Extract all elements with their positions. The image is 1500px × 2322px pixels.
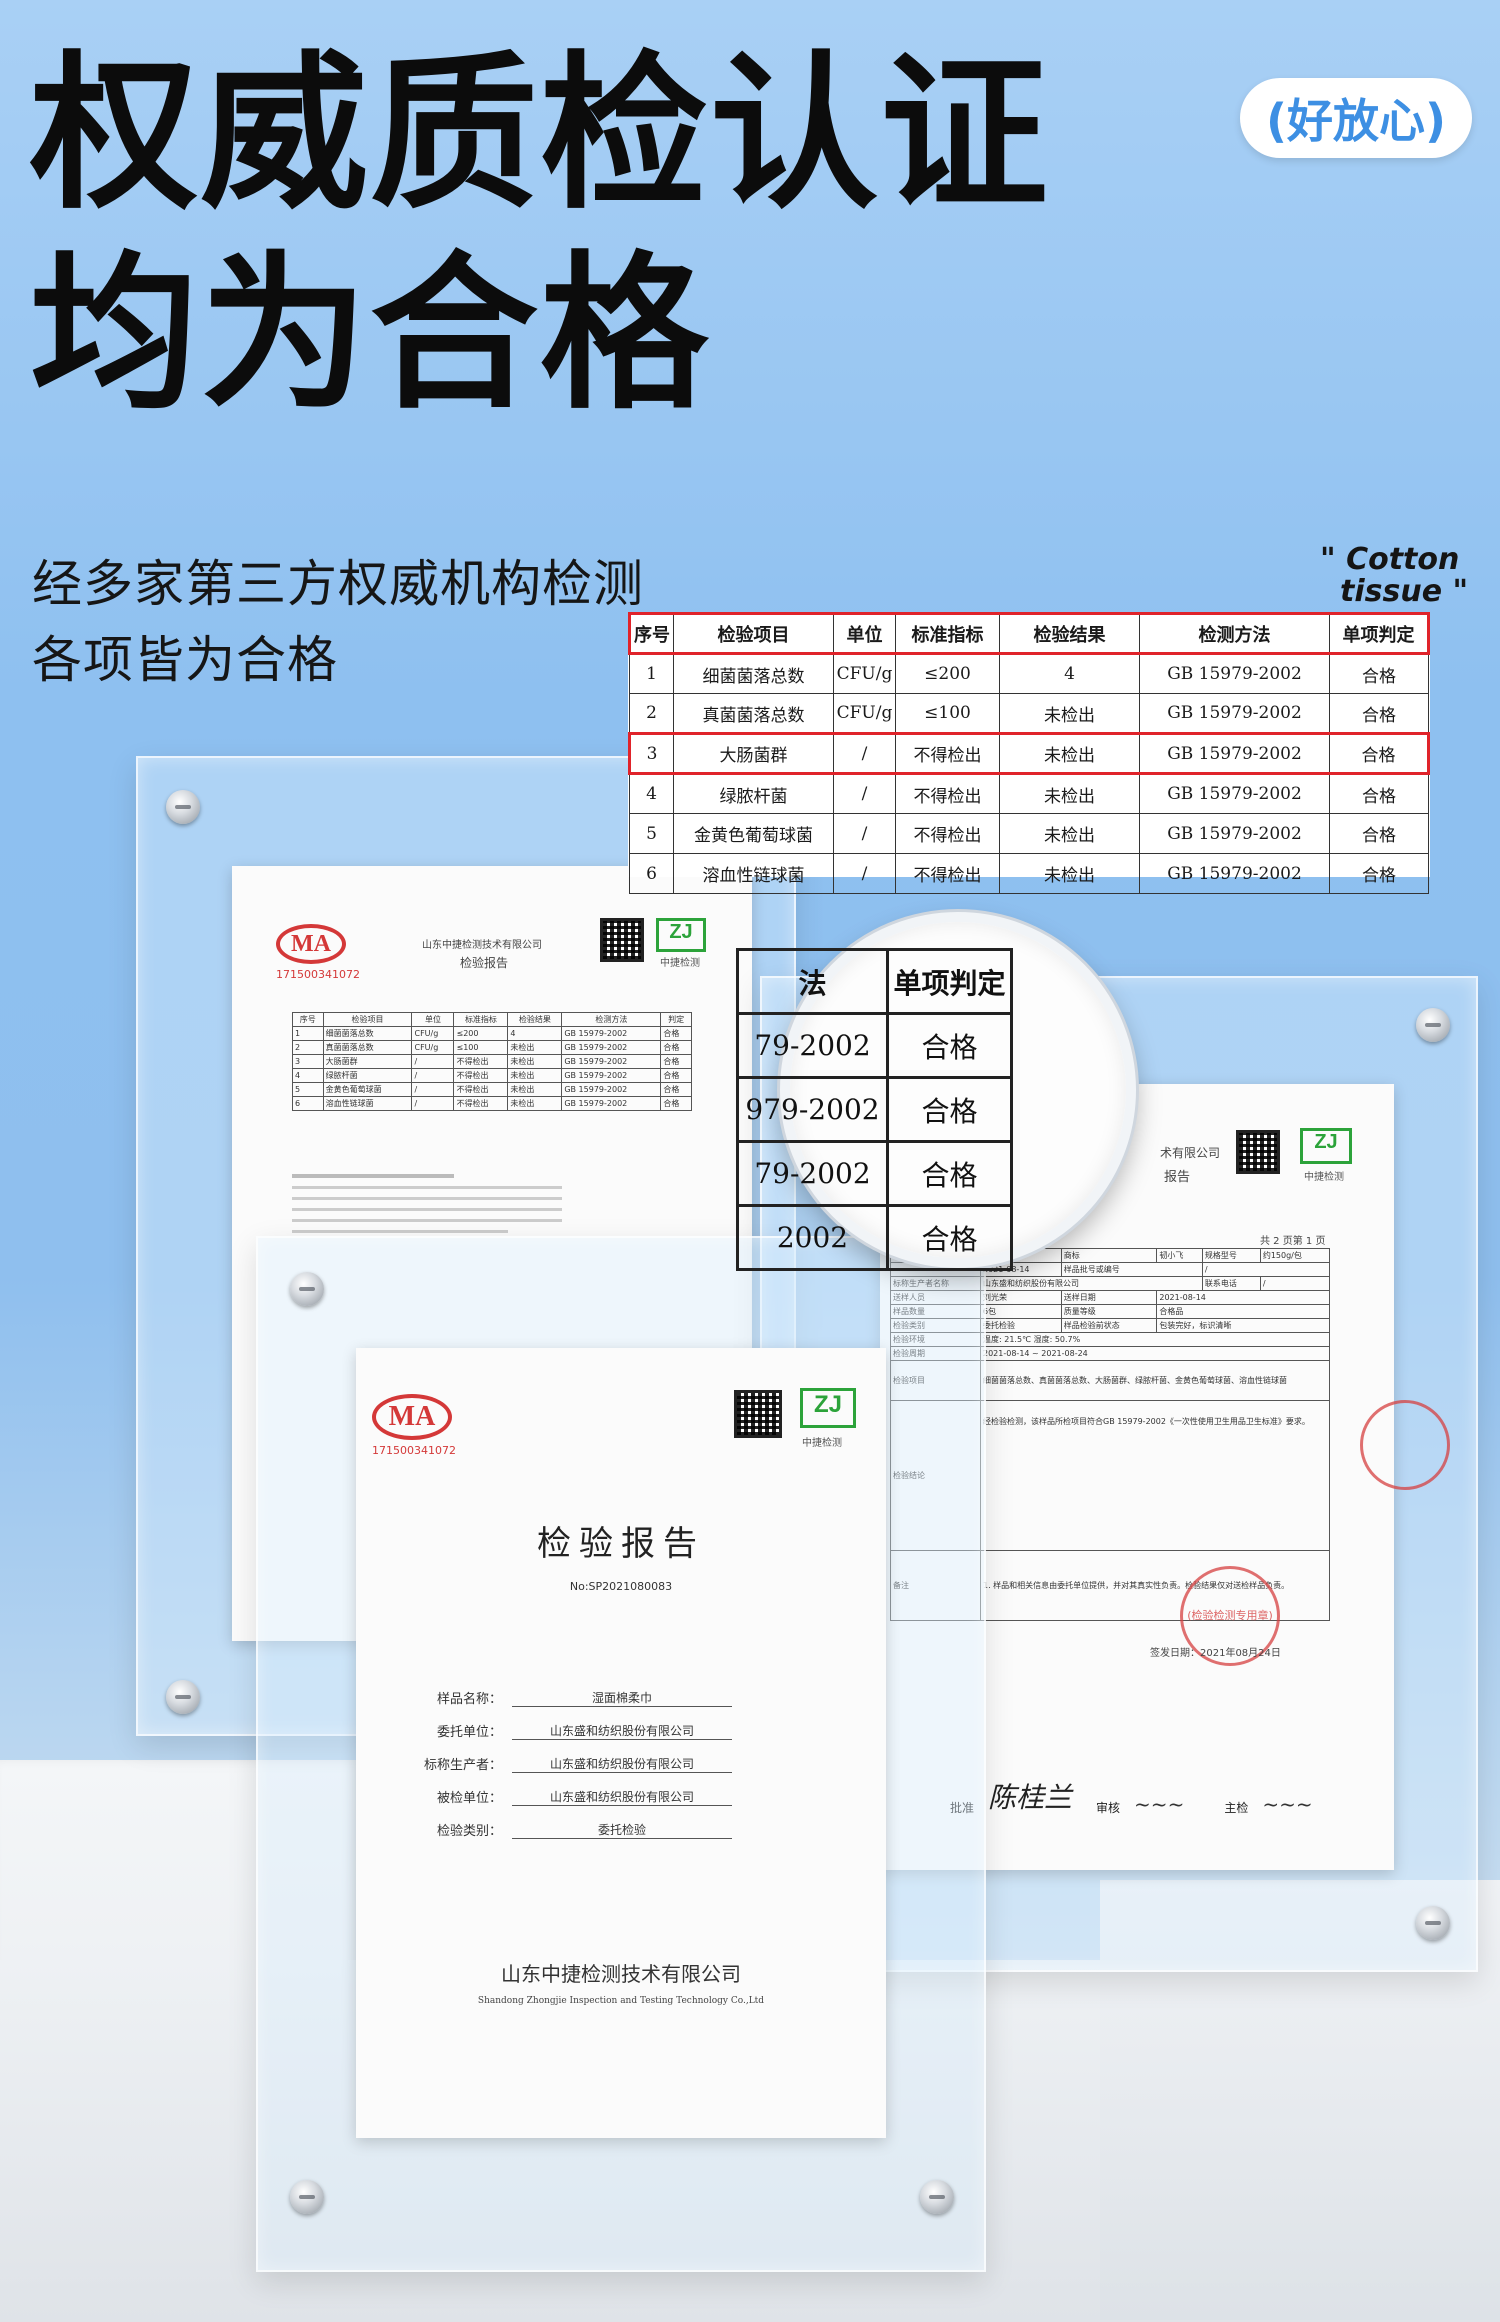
sign-date: 签发日期：2021年08月24日 bbox=[1150, 1648, 1281, 1659]
field-row: 标称生产者：山东盛和纺织股份有限公司 bbox=[416, 1754, 836, 1773]
report-cover-page: MA 171500341072 ZJ 中捷检测 检验报告 No:SP202108… bbox=[356, 1348, 886, 2138]
test-conclusion: 经检验检测，该样品所检项目符合GB 15979-2002《一次性使用卫生用品卫生… bbox=[983, 1417, 1310, 1426]
inspection-stamp: (检验检测专用章) bbox=[1180, 1566, 1280, 1666]
reassurance-badge: (好放心) bbox=[1240, 78, 1472, 158]
inspector-signature: ~~~ bbox=[1262, 1792, 1313, 1816]
entrust-company: 山东盛和纺织股份有限公司 bbox=[980, 1276, 1203, 1291]
report-fields: 样品名称：湿面棉柔巾 委托单位：山东盛和纺织股份有限公司 标称生产者：山东盛和纺… bbox=[416, 1688, 836, 1853]
headline-line-2: 均为合格 bbox=[30, 236, 710, 432]
review-label: 审核 bbox=[1096, 1801, 1121, 1815]
report-title-small: 检验报告 bbox=[460, 956, 509, 970]
qr-code-icon bbox=[734, 1390, 782, 1438]
results-header-row: 序号 检验项目 单位 标准指标 检验结果 检测方法 单项判定 bbox=[629, 613, 1429, 654]
testing-company-name-en: Shandong Zhongjie Inspection and Testing… bbox=[477, 1996, 765, 2006]
remarks-block bbox=[292, 1174, 562, 1241]
test-period: 2021-08-14 ~ 2021-08-24 bbox=[980, 1346, 1330, 1361]
field-row: 检验类别：委托检验 bbox=[416, 1820, 836, 1839]
review-signature: ~~~ bbox=[1134, 1792, 1185, 1816]
testing-company-name: 山东中捷检测技术有限公司 bbox=[501, 1962, 741, 1986]
headline-line-1: 权威质检认证 bbox=[30, 36, 1050, 232]
field-row: 样品名称：湿面棉柔巾 bbox=[416, 1688, 836, 1707]
approve-signature: 陈桂兰 bbox=[988, 1781, 1073, 1814]
screw-icon bbox=[290, 1272, 324, 1306]
field-row: 委托单位：山东盛和纺织股份有限公司 bbox=[416, 1721, 836, 1740]
inspector-label: 主检 bbox=[1224, 1801, 1249, 1815]
cma-logo: MA bbox=[372, 1394, 452, 1440]
report-number: No:SP2021080083 bbox=[569, 1580, 673, 1593]
test-environment: 温度: 21.5℃ 湿度: 50.7% bbox=[980, 1332, 1330, 1347]
report-title: 检验报告 bbox=[537, 1524, 705, 1564]
zhongjie-logo: ZJ bbox=[1300, 1128, 1352, 1164]
screw-icon bbox=[166, 1680, 200, 1714]
screw-icon bbox=[1416, 1008, 1450, 1042]
seal-stamp-edge bbox=[1360, 1400, 1450, 1490]
zhongjie-logo: ZJ bbox=[656, 918, 706, 952]
report-title-fragment: 报告 bbox=[1164, 1170, 1191, 1185]
company-name-fragment: 术有限公司 bbox=[1160, 1146, 1221, 1160]
cma-logo: MA bbox=[276, 924, 346, 964]
signature-row: 批准 陈桂兰 审核 ~~~ 主检 ~~~ bbox=[950, 1776, 1370, 1816]
zhongjie-logo-sub: 中捷检测 bbox=[1304, 1172, 1344, 1183]
approve-label: 批准 bbox=[950, 1801, 975, 1815]
tagline-line-2: tissue " bbox=[1340, 574, 1469, 609]
subtitle-line-2: 各项皆为合格 bbox=[32, 631, 338, 689]
qr-code-icon bbox=[1236, 1130, 1280, 1174]
page-number: 共 2 页第 1 页 bbox=[1260, 1236, 1326, 1247]
screw-icon bbox=[290, 2180, 324, 2214]
subtitle-line-1: 经多家第三方权威机构检测 bbox=[32, 555, 644, 613]
screw-icon bbox=[166, 790, 200, 824]
qr-code-icon bbox=[600, 918, 644, 962]
test-items: 细菌菌落总数、真菌菌落总数、大肠菌群、绿脓杆菌、金黄色葡萄球菌、溶血性链球菌 bbox=[980, 1360, 1330, 1401]
zhongjie-logo-sub: 中捷检测 bbox=[660, 958, 700, 969]
sampler-name: 刘光荣 bbox=[980, 1290, 1062, 1305]
screw-icon bbox=[1416, 1906, 1450, 1940]
cma-code: 171500341072 bbox=[276, 968, 360, 981]
podium-right bbox=[1100, 1880, 1500, 2320]
company-name-small: 山东中捷检测技术有限公司 bbox=[422, 940, 542, 951]
stamp-caption: (检验检测专用章) bbox=[1187, 1609, 1273, 1622]
cma-code: 171500341072 bbox=[372, 1444, 456, 1457]
zhongjie-logo: ZJ bbox=[800, 1388, 856, 1428]
zhongjie-logo-sub: 中捷检测 bbox=[802, 1438, 842, 1449]
field-row: 被检单位：山东盛和纺织股份有限公司 bbox=[416, 1787, 836, 1806]
tagline-line-1: " Cotton bbox=[1320, 542, 1460, 577]
screw-icon bbox=[920, 2180, 954, 2214]
